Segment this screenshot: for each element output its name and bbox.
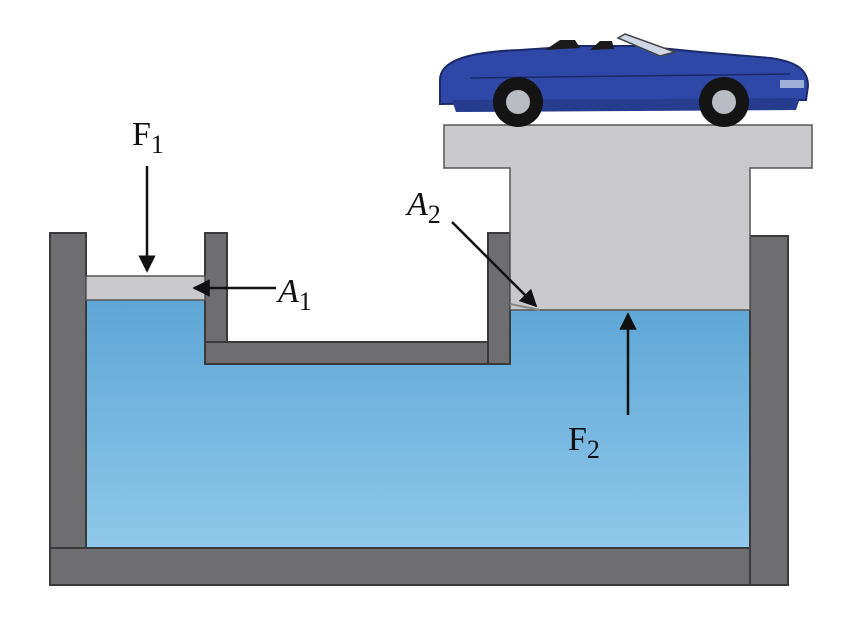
left-outer-wall (49, 232, 87, 586)
small-piston (85, 275, 206, 301)
large-piston (443, 124, 813, 311)
front-wheel (699, 77, 749, 127)
large-cylinder-left-wall (487, 232, 511, 365)
rear-wheel (493, 77, 543, 127)
right-outer-wall (749, 235, 789, 586)
area-large-arrow (451, 221, 538, 308)
hydraulic-fluid (86, 300, 750, 548)
force-small-label: F1 (132, 116, 164, 159)
container-bottom (49, 547, 789, 586)
area-small-label: A1 (276, 273, 312, 316)
convertible-car-icon (439, 33, 810, 127)
force-large-label: F2 (568, 421, 600, 464)
container (49, 232, 789, 586)
area-large-label: A2 (405, 186, 441, 229)
channel-roof (204, 341, 511, 365)
